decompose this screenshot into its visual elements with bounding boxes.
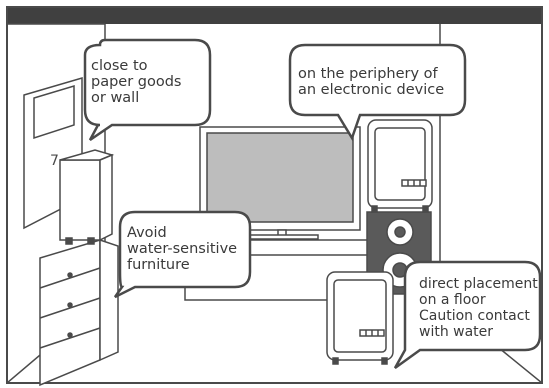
dresser — [40, 240, 118, 385]
humidifier-on-dresser — [60, 150, 112, 244]
humidifier-on-floor — [327, 272, 393, 364]
callout-floor-placement: direct placement on a floor Caution cont… — [419, 276, 538, 340]
callout-paper-goods: close to paper goods or wall — [91, 58, 182, 106]
top-bar — [6, 6, 543, 24]
humidifier-near-electronics — [368, 120, 432, 212]
svg-text:7: 7 — [50, 153, 59, 169]
callout-electronic-device: on the periphery of an electronic device — [298, 66, 444, 98]
callout-water-sensitive-furniture: Avoid water-sensitive furniture — [127, 225, 237, 273]
